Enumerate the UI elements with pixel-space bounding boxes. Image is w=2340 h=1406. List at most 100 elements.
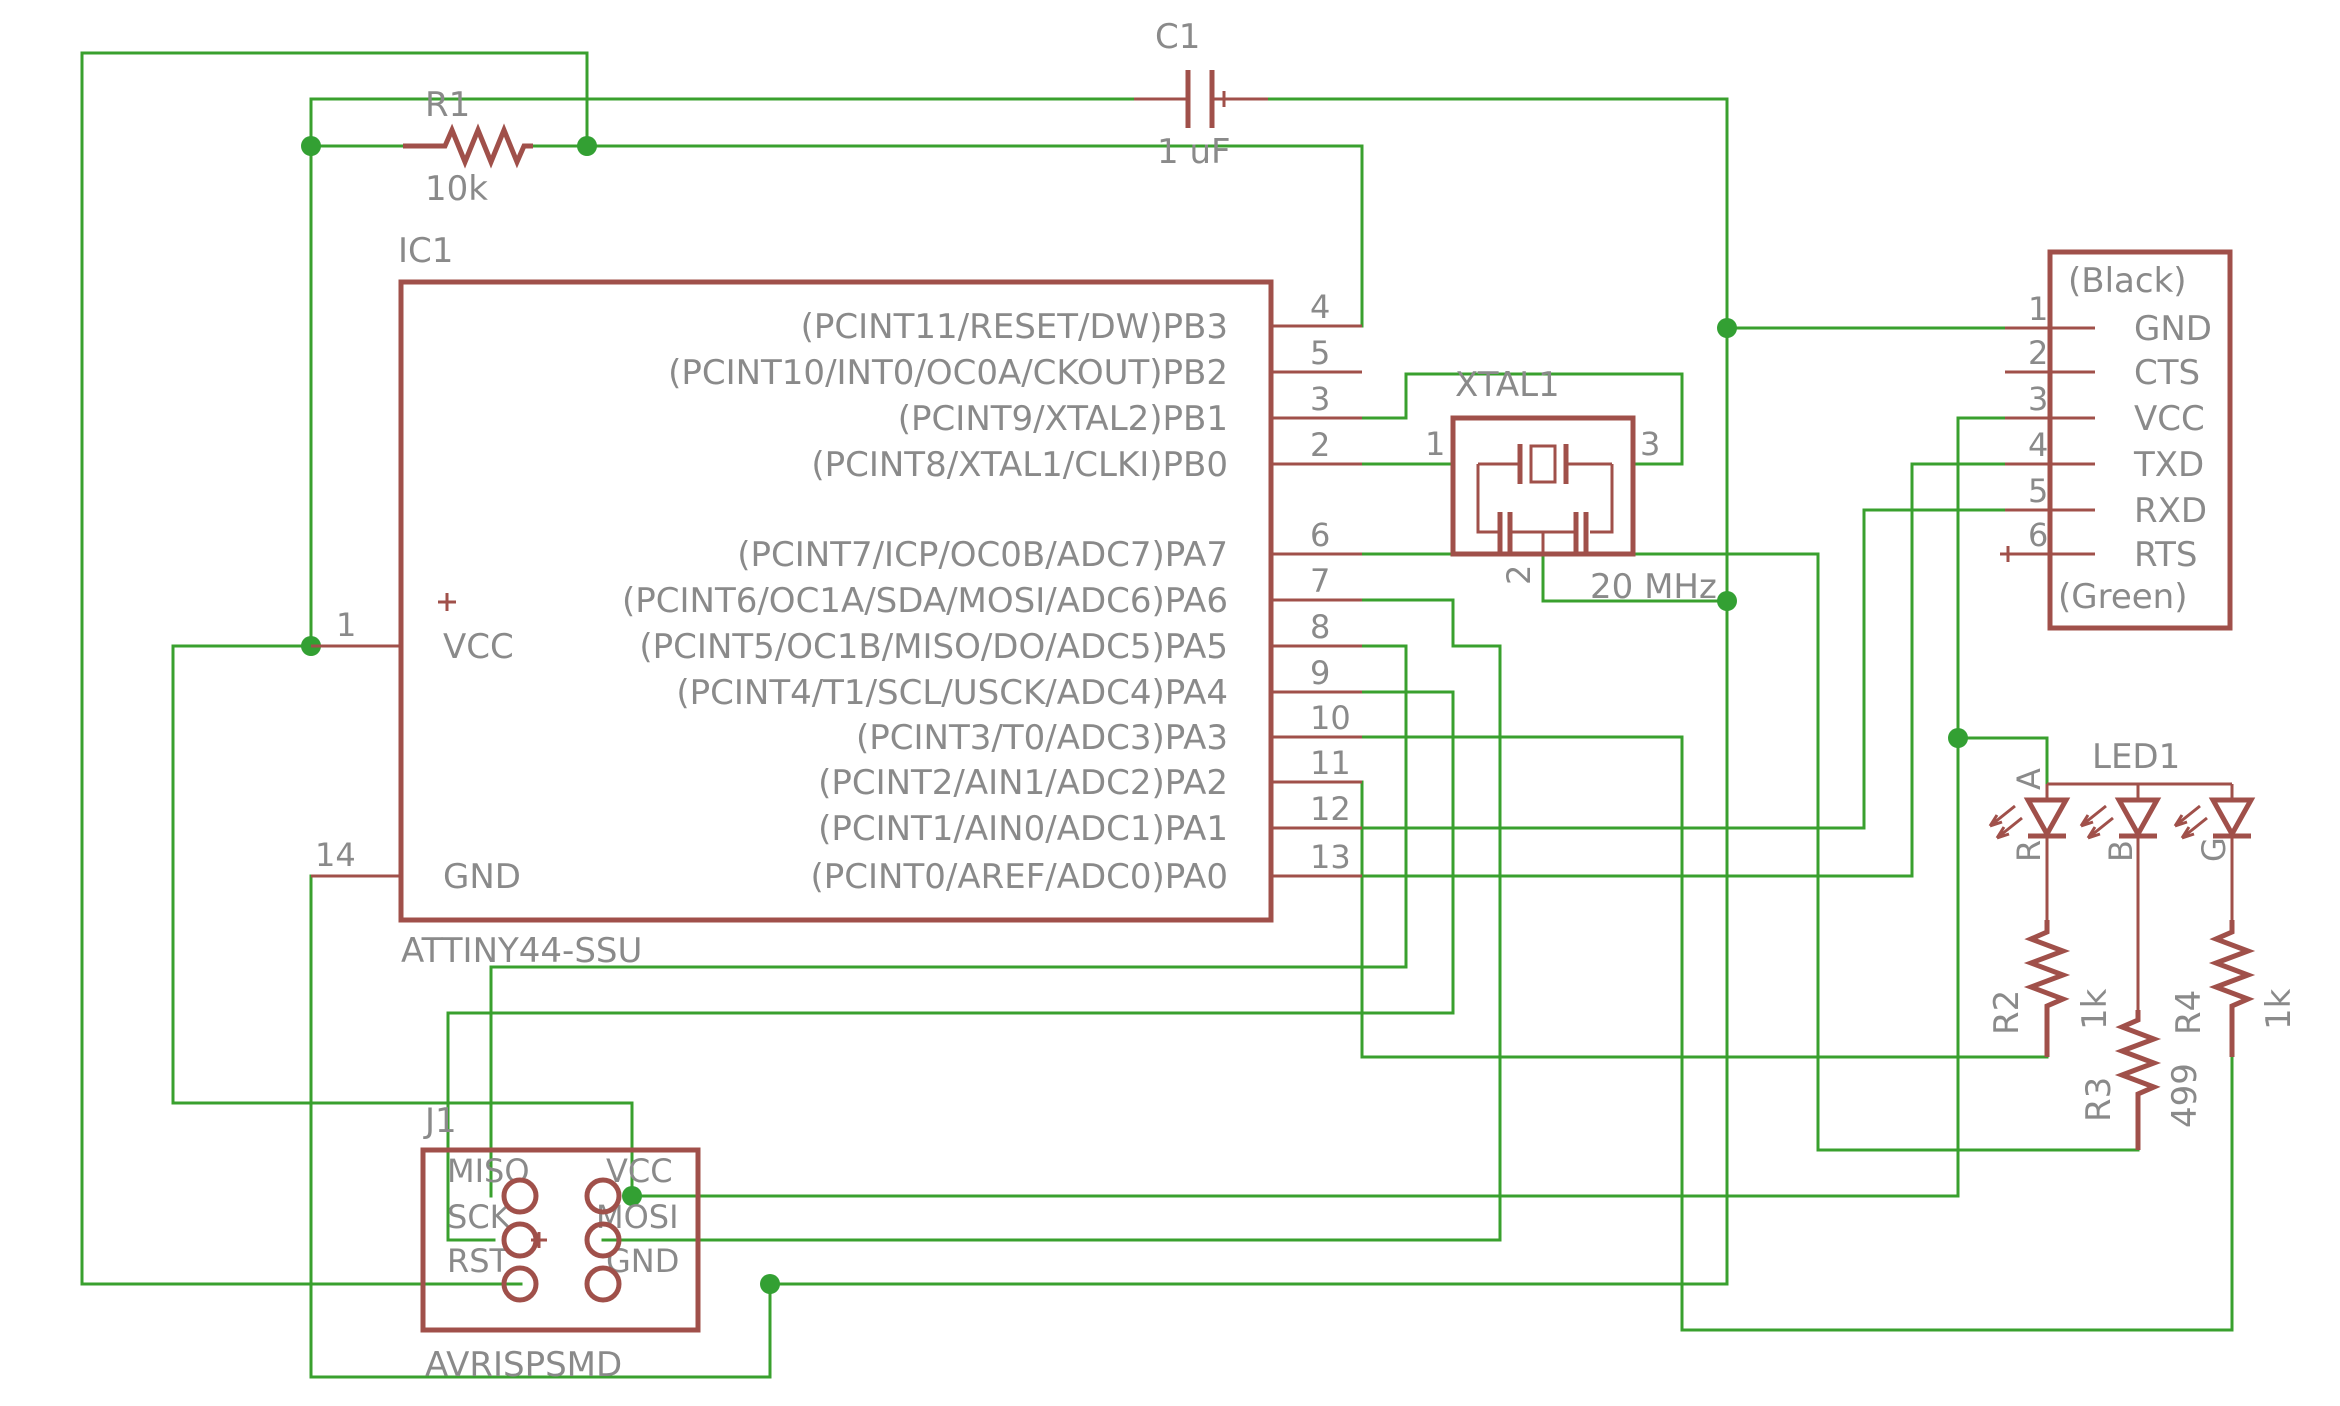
ftdi-pin-num: 2	[2028, 334, 2048, 372]
xtal1-name: XTAL1	[1455, 365, 1560, 405]
led1-anode-label: A	[2010, 768, 2048, 790]
ic1-pin-num: 5	[1310, 334, 1330, 372]
led1-green-label: G	[2195, 837, 2233, 862]
ftdi-pin-num: 4	[2028, 426, 2048, 464]
ic1-vcc-plus	[438, 593, 456, 611]
ic1-part: ATTINY44-SSU	[401, 931, 642, 971]
r4-name: R4	[2169, 990, 2209, 1035]
r1-value: 10k	[425, 169, 488, 209]
ic1-pin-label: (PCINT4/T1/SCL/USCK/ADC4)PA4	[676, 673, 1228, 713]
ftdi-pin-num: 1	[2028, 290, 2048, 328]
led1-red-label: R	[2010, 840, 2048, 862]
wire-pa3-r4	[1270, 735, 2234, 1332]
ic1-pin-label: (PCINT1/AIN0/ADC1)PA1	[818, 809, 1228, 849]
c1-name: C1	[1155, 17, 1200, 57]
led1-diode-green	[2208, 797, 2256, 840]
ftdi-pin-num: 6	[2028, 516, 2048, 554]
wire-pa1-rxd	[1270, 508, 2007, 830]
junction-dot	[1717, 591, 1737, 611]
ic1-pin-num: 8	[1310, 608, 1330, 646]
wire-c1-right	[768, 97, 1729, 1286]
resistor-r3[interactable]: R3 499	[2079, 1010, 2205, 1150]
j1-pad	[584, 1221, 622, 1259]
j1-body	[420, 1147, 701, 1333]
ic1-pin-label: (PCINT2/AIN1/ADC2)PA2	[818, 763, 1228, 803]
wire-c1-left	[309, 97, 1136, 148]
xtal1-pin2: 2	[1500, 565, 1538, 585]
c1-value: 1 uF	[1157, 132, 1231, 172]
j1-pad	[584, 1177, 622, 1215]
resistor-r1[interactable]: R1 10k	[403, 85, 533, 209]
j1-rst-label: RST	[447, 1242, 510, 1280]
ftdi-pin-label: TXD	[2133, 445, 2204, 485]
ftdi-header[interactable]: (Black) (Green) 1 2 3 4 5 6 GND CTS VCC …	[2000, 249, 2233, 631]
junction-dot	[301, 136, 321, 156]
j1-sck-label: SCK	[447, 1198, 512, 1236]
ftdi-body	[2047, 249, 2233, 631]
capacitor-c1[interactable]: C1 1 uF	[1134, 17, 1268, 172]
ic1-attiny44[interactable]: IC1 ATTINY44-SSU 1 14 VCC GND (PCINT11/R…	[311, 231, 1362, 971]
isp-header-j1[interactable]: J1 AVRISPSMD MISO SCK RST VCC MOSI GND	[420, 1101, 701, 1385]
resistor-r4[interactable]: R4 1k	[2169, 920, 2299, 1057]
j1-miso-label: MISO	[447, 1152, 530, 1190]
ftdi-bottom-label: (Green)	[2058, 577, 2188, 617]
ic1-pin-num: 11	[1310, 744, 1351, 782]
ic1-vcc-label: VCC	[443, 627, 514, 667]
j1-part: AVRISPSMD	[425, 1345, 622, 1385]
ic1-gnd-pin-num: 14	[315, 836, 356, 874]
r3-zigzag	[2114, 1010, 2162, 1150]
r4-zigzag	[2208, 920, 2256, 1057]
led1-cathode-leads	[2045, 836, 2234, 1010]
ftdi-pin-numbers: 1 2 3 4 5 6	[2028, 290, 2048, 554]
wire-led-anode	[1956, 736, 2049, 786]
led1-arrows	[1988, 804, 2208, 840]
ftdi-top-label: (Black)	[2068, 261, 2187, 301]
wire-ftdi-vcc-led	[630, 416, 2007, 1198]
ftdi-pin-num: 5	[2028, 472, 2048, 510]
j1-pad	[501, 1177, 539, 1215]
xtal1-cap-mid	[1510, 530, 1576, 554]
wire-pb1-xtal3	[1270, 372, 1684, 466]
r2-name: R2	[1987, 990, 2027, 1035]
r3-value: 499	[2165, 1063, 2205, 1128]
ftdi-pin-label: VCC	[2134, 399, 2205, 439]
wire-reset-loop	[80, 51, 589, 1286]
wire-pa2-r2	[1270, 780, 2049, 1059]
ic1-pin-num: 9	[1310, 654, 1330, 692]
junction-dot	[622, 1186, 642, 1206]
wire-pa6-mosi	[601, 598, 1502, 1242]
xtal1-pin3: 3	[1640, 425, 1660, 463]
ic1-pin-label: (PCINT10/INT0/OC0A/CKOUT)PB2	[668, 353, 1228, 393]
ic1-pin-label: (PCINT11/RESET/DW)PB3	[801, 307, 1228, 347]
j1-pad	[501, 1265, 539, 1303]
j1-mosi-label: MOSI	[596, 1198, 679, 1236]
ic1-pin-label: (PCINT6/OC1A/SDA/MOSI/ADC6)PA6	[622, 581, 1228, 621]
led1-blue-label: B	[2102, 840, 2140, 862]
rgb-led-led1[interactable]: LED1 A R B G	[1988, 737, 2256, 1010]
led1-name: LED1	[2092, 737, 2180, 777]
wire-pa7-r3	[1270, 552, 2140, 1152]
ftdi-pin-label: RTS	[2134, 535, 2198, 575]
ftdi-pin-label: GND	[2134, 309, 2212, 349]
xtal1-pin1: 1	[1425, 425, 1445, 463]
crystal-xtal1[interactable]: XTAL1 20 MHz 1 3 2	[1425, 365, 1717, 607]
ic1-pin-num: 12	[1310, 790, 1351, 828]
wire-r1-right-to-pb3	[531, 144, 1364, 328]
ic1-pin-label: (PCINT9/XTAL2)PB1	[898, 399, 1228, 439]
ic1-pin-label: (PCINT0/AREF/ADC0)PA0	[811, 857, 1229, 897]
ic1-pin-label: (PCINT7/ICP/OC0B/ADC7)PA7	[737, 535, 1228, 575]
ftdi-pin-labels: GND CTS VCC TXD RXD RTS	[2133, 309, 2212, 575]
resistor-r2[interactable]: R2 1k	[1987, 920, 2115, 1057]
junction-dot	[1948, 728, 1968, 748]
xtal1-value: 20 MHz	[1590, 567, 1717, 607]
ic1-pin-num: 13	[1310, 838, 1351, 876]
r1-name: R1	[425, 85, 470, 125]
junction-dot	[760, 1274, 780, 1294]
r2-value: 1k	[2075, 988, 2115, 1030]
wire-pa0-txd	[1270, 462, 2007, 878]
ic1-pin-label: (PCINT8/XTAL1/CLKI)PB0	[811, 445, 1228, 485]
xtal1-leads	[1476, 462, 1614, 534]
led1-diode-red	[2023, 797, 2071, 840]
ic1-pin-label: (PCINT5/OC1B/MISO/DO/ADC5)PA5	[639, 627, 1228, 667]
ic1-pin-num: 7	[1310, 562, 1330, 600]
